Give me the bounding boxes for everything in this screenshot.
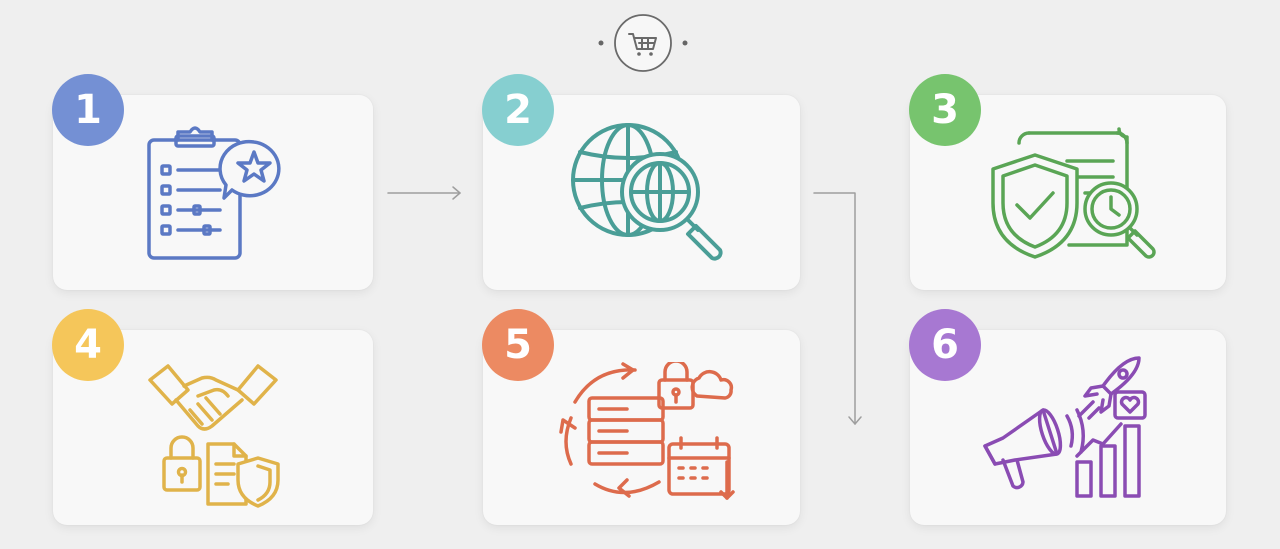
server-sync-lock-cloud-calendar-icon xyxy=(555,359,740,511)
dot-left xyxy=(598,40,604,46)
shield-document-clock-magnifier-icon xyxy=(985,125,1175,269)
arrow-step2-down-right xyxy=(813,192,862,425)
shopping-cart-icon xyxy=(614,14,672,72)
megaphone-rocket-growth-chart-icon xyxy=(975,352,1150,511)
dot-right xyxy=(682,40,688,46)
header-cart-group xyxy=(595,14,691,78)
arrow-step1-to-step2 xyxy=(387,186,461,200)
step-number-badge: 3 xyxy=(909,74,981,146)
checklist-clipboard-star-icon xyxy=(140,122,290,271)
step-number-badge: 6 xyxy=(909,309,981,381)
step-number-badge: 1 xyxy=(52,74,124,146)
handshake-lock-document-shield-icon xyxy=(142,360,287,519)
globe-magnifier-icon xyxy=(566,122,736,271)
step-number-badge: 2 xyxy=(482,74,554,146)
step-number-badge: 5 xyxy=(482,309,554,381)
step-number-badge: 4 xyxy=(52,309,124,381)
